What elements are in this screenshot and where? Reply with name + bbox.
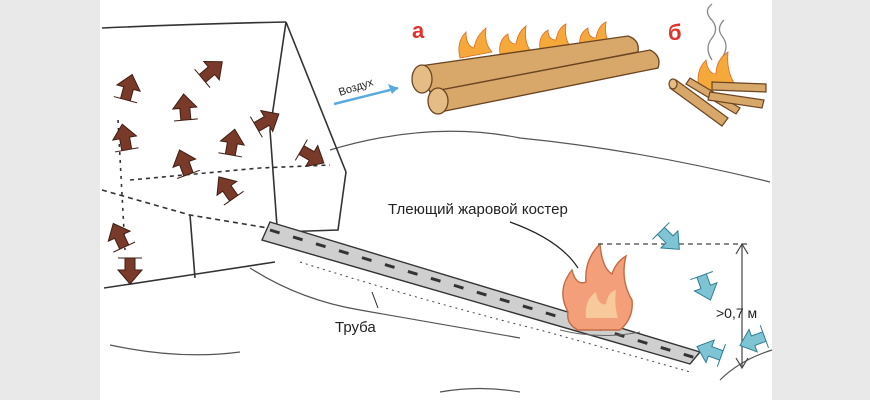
- log-fire-variant-b: б: [668, 3, 767, 127]
- pipe-label-leader: [371, 291, 379, 309]
- warm-air-arrows: [107, 61, 325, 285]
- cold-arrow-icon: [690, 271, 718, 301]
- air-arrow-icon: [388, 84, 398, 94]
- terrain-lines: [109, 130, 773, 393]
- pipe-label: Труба: [335, 319, 376, 336]
- warm-arrow-icon: [194, 61, 223, 88]
- logs-a: [411, 35, 660, 115]
- warm-arrow-icon: [172, 149, 200, 179]
- tent-base: [103, 261, 276, 289]
- warm-arrow-icon: [171, 93, 198, 122]
- fire-label-leader: [509, 221, 579, 269]
- warm-arrow-icon: [294, 139, 325, 168]
- warm-arrow-icon: [116, 257, 144, 285]
- variant-a-label: а: [412, 18, 425, 43]
- log-fire-variant-a: а Воздух: [333, 18, 660, 115]
- tent-pole: [269, 21, 287, 241]
- paper-sheet: [100, 0, 772, 400]
- fire-label: Тлеющий жаровой костер: [388, 201, 568, 218]
- warm-arrow-icon: [107, 222, 136, 253]
- warm-arrow-icon: [216, 176, 244, 206]
- tent-ridge-top: [101, 21, 287, 29]
- warm-arrow-icon: [111, 123, 139, 153]
- warm-arrow-icon: [218, 128, 246, 158]
- height-label: >0,7 м: [716, 305, 757, 321]
- warm-arrow-icon: [249, 109, 280, 138]
- cold-arrow-icon: [739, 325, 769, 353]
- variant-b-label: б: [668, 20, 682, 45]
- warm-arrow-icon: [113, 73, 142, 104]
- tent-side-edge: [189, 214, 196, 279]
- smoke-b: [706, 3, 727, 61]
- tent-front-edge: [285, 21, 347, 173]
- cold-arrow-icon: [652, 222, 680, 250]
- cold-air-arrows: [652, 222, 769, 367]
- smoldering-fire: [559, 242, 641, 337]
- cold-arrow-icon: [696, 339, 726, 367]
- logs-b: [668, 77, 767, 127]
